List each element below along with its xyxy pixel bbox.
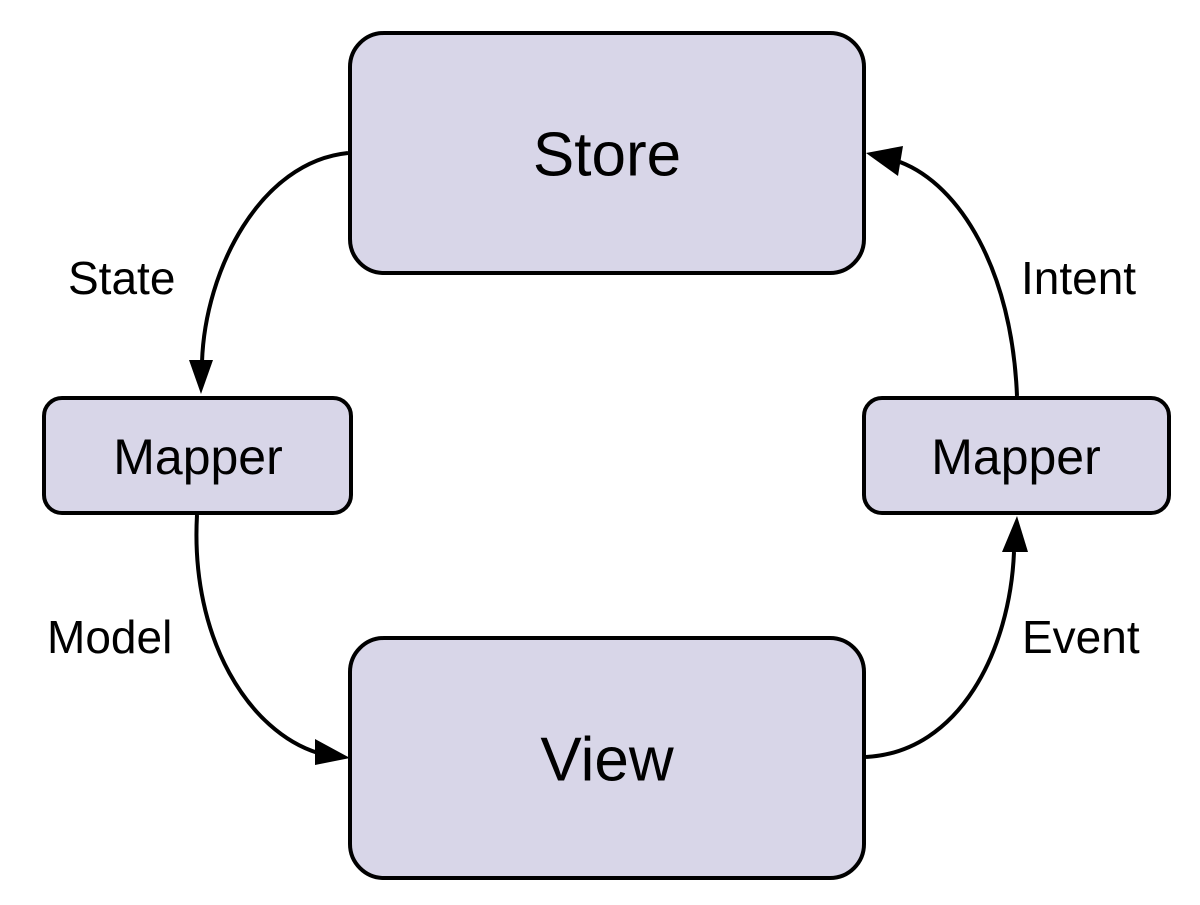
arrowhead-intent	[866, 146, 903, 176]
mapper-left-node: Mapper	[42, 396, 353, 515]
edge-event	[865, 551, 1016, 759]
mapper-right-node: Mapper	[862, 396, 1171, 515]
edge-state	[200, 151, 349, 363]
view-label: View	[540, 726, 673, 795]
store-label: Store	[533, 121, 681, 190]
store-node: Store	[348, 31, 866, 275]
edge-intent	[899, 160, 1019, 397]
mapper-right-label: Mapper	[931, 429, 1101, 485]
mapper-left-label: Mapper	[113, 429, 283, 485]
edge-label-event: Event	[1022, 611, 1140, 663]
edge-model	[194, 514, 319, 755]
view-node: View	[348, 636, 866, 880]
arrowhead-model	[315, 739, 350, 765]
arrowhead-state	[189, 360, 213, 394]
edge-label-model: Model	[47, 611, 172, 663]
edge-label-state: State	[68, 252, 175, 304]
edge-label-intent: Intent	[1021, 252, 1136, 304]
arrowhead-event	[1002, 516, 1028, 552]
